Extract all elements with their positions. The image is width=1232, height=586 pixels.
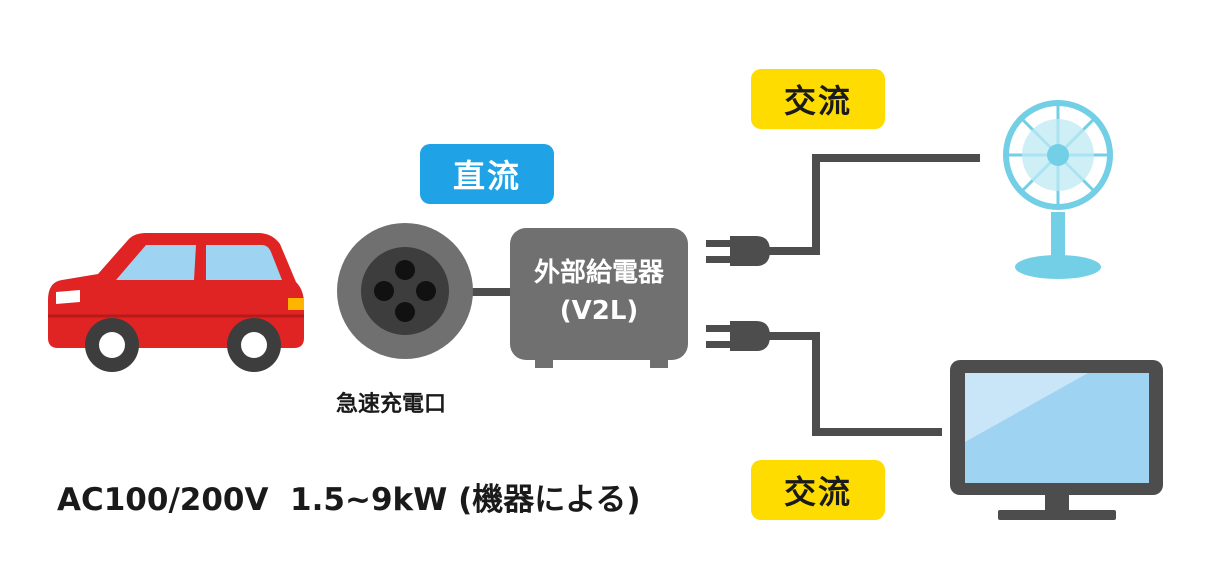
charging-port-icon xyxy=(337,223,473,359)
cable-to-fan xyxy=(764,154,980,255)
spec-text: AC100/200V 1.5~9kW (機器による) xyxy=(57,482,641,518)
ac-badge-top: 交流 xyxy=(751,69,885,129)
dc-badge: 直流 xyxy=(420,144,554,204)
charger-label: 外部給電器 (V2L) xyxy=(510,254,688,330)
monitor-icon xyxy=(950,360,1163,520)
charger-box xyxy=(510,228,688,368)
charger-label-line2: (V2L) xyxy=(559,296,639,326)
charger-label-line1: 外部給電器 xyxy=(533,258,664,288)
cables xyxy=(466,154,980,436)
car-icon xyxy=(48,233,304,372)
fan-icon xyxy=(1003,100,1113,279)
cable-to-monitor xyxy=(764,332,942,436)
ac-badge-bottom: 交流 xyxy=(751,460,885,520)
plug-icon xyxy=(706,321,770,351)
plug-icon xyxy=(706,236,770,266)
port-label: 急速充電口 xyxy=(336,392,447,417)
